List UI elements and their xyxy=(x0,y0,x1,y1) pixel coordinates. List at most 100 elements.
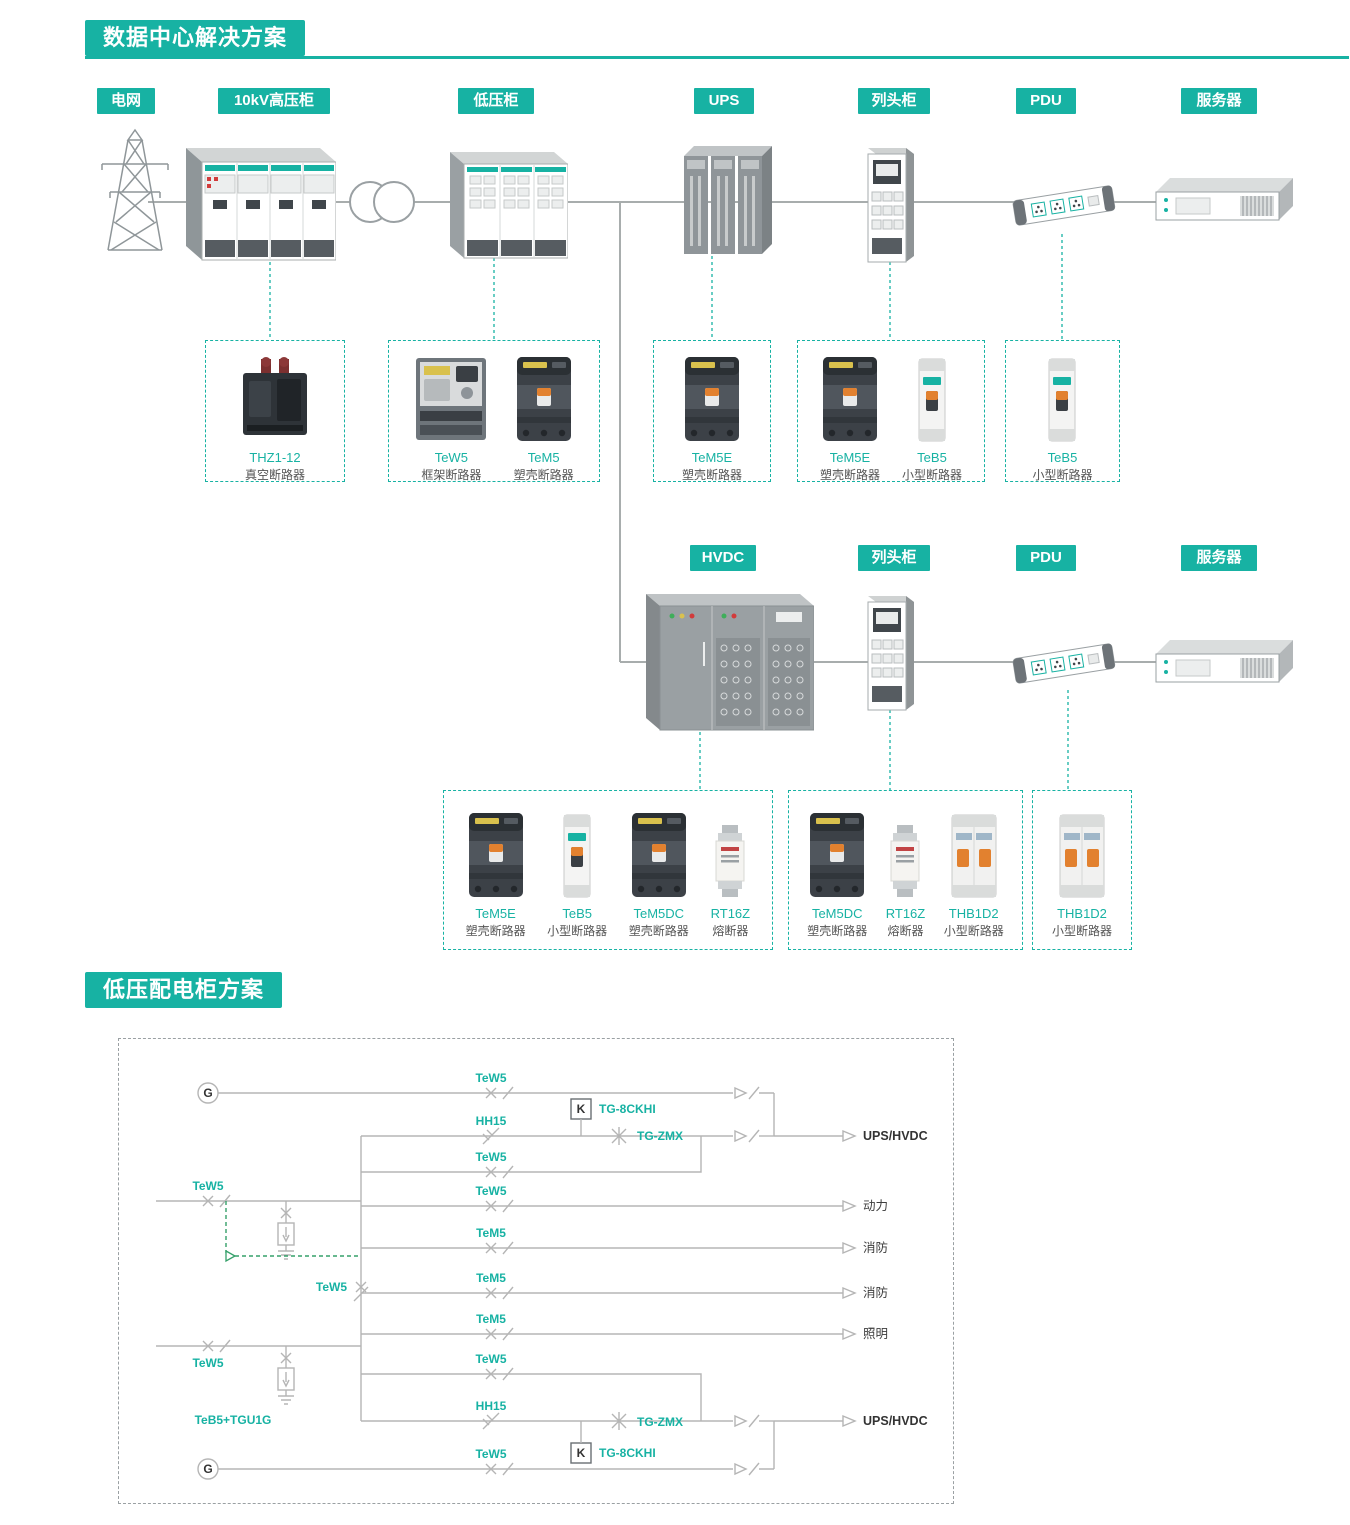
label-server-1: 服务器 xyxy=(1181,88,1257,114)
interlock-wires xyxy=(225,1201,361,1257)
label-top-fuse: HH15 xyxy=(476,1114,507,1128)
output-bottom: UPS/HVDC xyxy=(863,1414,928,1428)
breaker-symbol-bottom-bus xyxy=(485,1367,514,1381)
breaker-symbol-fire-2 xyxy=(485,1286,514,1300)
mcb-photo xyxy=(1044,353,1080,443)
product-type: 熔断器 xyxy=(887,923,924,938)
product: TeM5DC 塑壳断路器 xyxy=(807,803,867,938)
fuse-photo xyxy=(710,803,750,899)
product-model: RT16Z xyxy=(885,906,926,921)
schematic-labels: G TeW5 HH15 K TG-8CKHI TG-ZMX TeW5 UPS/H… xyxy=(192,1071,927,1476)
relay-k-bottom: K xyxy=(577,1446,586,1460)
label-incoming-2: TeW5 xyxy=(192,1356,223,1370)
breaker-symbol-incoming-1 xyxy=(202,1194,231,1208)
label-bottom-spd: TG-ZMX xyxy=(637,1415,683,1429)
schematic-svg: G TeW5 HH15 K TG-8CKHI TG-ZMX TeW5 UPS/H… xyxy=(156,1071,928,1480)
ats-contact-top-1 xyxy=(734,1086,748,1100)
product: TeW5 框架断路器 xyxy=(414,353,488,482)
equipment-server-2 xyxy=(1148,632,1293,699)
mcb-2pole-photo xyxy=(949,803,999,899)
label-bottom-fuse: HH15 xyxy=(476,1399,507,1413)
label-pdu-2: PDU xyxy=(1016,545,1076,571)
product: TeM5E 塑壳断路器 xyxy=(682,353,742,482)
breaker-symbol-power xyxy=(485,1199,514,1213)
product-type: 小型断路器 xyxy=(547,923,608,938)
product-model: TeB5 xyxy=(1047,450,1078,465)
product-type: 小型断路器 xyxy=(1032,467,1093,482)
vacuum-breaker-photo xyxy=(231,353,319,443)
label-hvdc: HVDC xyxy=(690,545,756,571)
product-type: 小型断路器 xyxy=(901,467,962,482)
product-group-hvdc: TeM5E 塑壳断路器 TeB5 小型断路器 TeM5DC 塑壳断路器 RT16… xyxy=(443,790,773,950)
tie-breaker-symbol xyxy=(353,1281,369,1302)
fuse-photo xyxy=(885,803,925,899)
product: TeB5 小型断路器 xyxy=(547,803,607,938)
product-group-pdu-1: TeB5 小型断路器 xyxy=(1005,340,1120,482)
product: THZ1-12 真空断路器 xyxy=(231,353,319,482)
label-bottom-bus-breaker: TeW5 xyxy=(475,1352,506,1366)
fuse-symbol-bottom xyxy=(482,1412,500,1430)
equipment-hvdc-cabinet xyxy=(642,582,815,739)
mccb-photo xyxy=(514,353,574,443)
schematic-wires xyxy=(156,1082,857,1480)
equipment-lv-cabinet xyxy=(450,138,569,265)
schematic-panel: G TeW5 HH15 K TG-8CKHI TG-ZMX TeW5 UPS/H… xyxy=(118,1038,954,1504)
product-model: RT16Z xyxy=(710,906,751,921)
product-group-ups: TeM5E 塑壳断路器 xyxy=(653,340,771,482)
breaker-symbol-top-bus xyxy=(485,1165,514,1179)
product-model: TeB5 xyxy=(562,906,592,921)
ats-contact-top-2 xyxy=(734,1129,748,1143)
fuse-symbol-top xyxy=(482,1127,500,1145)
label-incoming-1: TeW5 xyxy=(192,1179,223,1193)
breaker-symbol-incoming-2 xyxy=(202,1339,231,1353)
product-model: TeW5 xyxy=(434,450,468,465)
product-model: THB1D2 xyxy=(948,906,999,921)
equipment-pdu-2 xyxy=(1012,634,1117,699)
equipment-row-cabinet-1 xyxy=(862,136,918,269)
equipment-pdu-1 xyxy=(1012,176,1117,241)
product-model: THZ1-12 xyxy=(249,450,301,465)
mccb-photo xyxy=(820,353,880,443)
product-group-row-cabinet-1: TeM5E 塑壳断路器 TeB5 小型断路器 xyxy=(797,340,985,482)
breaker-symbol-top-gen xyxy=(485,1086,514,1100)
product-type: 塑壳断路器 xyxy=(819,467,880,482)
product: THB1D2 小型断路器 xyxy=(1052,803,1112,938)
label-top-bus-breaker: TeW5 xyxy=(475,1150,506,1164)
section2-title-badge: 低压配电柜方案 xyxy=(85,972,283,1008)
output-arrow-bottom xyxy=(842,1414,857,1428)
acb-photo xyxy=(414,353,488,443)
mccb-photo xyxy=(466,803,526,899)
output-arrow-fire-1 xyxy=(842,1241,857,1255)
product-type: 塑壳断路器 xyxy=(628,923,689,938)
label-feeder-power: TeW5 xyxy=(475,1184,506,1198)
label-surge-protector: TeB5+TGU1G xyxy=(195,1413,272,1427)
spd-symbol-bottom xyxy=(611,1412,627,1430)
breaker-symbol-lighting xyxy=(485,1327,514,1341)
label-feeder-lighting: TeM5 xyxy=(476,1312,506,1326)
output-arrow-top xyxy=(842,1129,857,1143)
ats-contact-bottom-2 xyxy=(734,1462,748,1476)
equipment-row-cabinet-2 xyxy=(862,584,918,717)
breaker-symbol-bottom-gen xyxy=(485,1462,514,1476)
label-row-cabinet-2: 列头柜 xyxy=(858,545,930,571)
equipment-ups xyxy=(674,140,774,263)
output-top: UPS/HVDC xyxy=(863,1129,928,1143)
label-feeder-fire-2: TeM5 xyxy=(476,1271,506,1285)
section1-title-badge: 数据中心解决方案 xyxy=(85,20,306,56)
label-lv-cabinet: 低压柜 xyxy=(458,88,534,114)
label-top-spd: TG-ZMX xyxy=(637,1129,683,1143)
relay-k-top: K xyxy=(577,1102,586,1116)
product-callout-connectors xyxy=(269,234,1069,790)
label-tie-breaker: TeW5 xyxy=(316,1280,347,1294)
product-group-lv-cabinet: TeW5 框架断路器 TeM5 塑壳断路器 xyxy=(388,340,600,482)
product: RT16Z 熔断器 xyxy=(710,803,750,938)
transformer-symbol xyxy=(349,181,415,223)
output-fire-1: 消防 xyxy=(863,1240,888,1255)
label-top-relay: TG-8CKHI xyxy=(599,1102,656,1116)
mcb-photo xyxy=(914,353,950,443)
product-group-pdu-2: THB1D2 小型断路器 xyxy=(1032,790,1132,950)
output-arrow-power xyxy=(842,1199,857,1213)
product-type: 熔断器 xyxy=(712,923,749,938)
label-row-cabinet-1: 列头柜 xyxy=(858,88,930,114)
mcb-photo xyxy=(559,803,595,899)
